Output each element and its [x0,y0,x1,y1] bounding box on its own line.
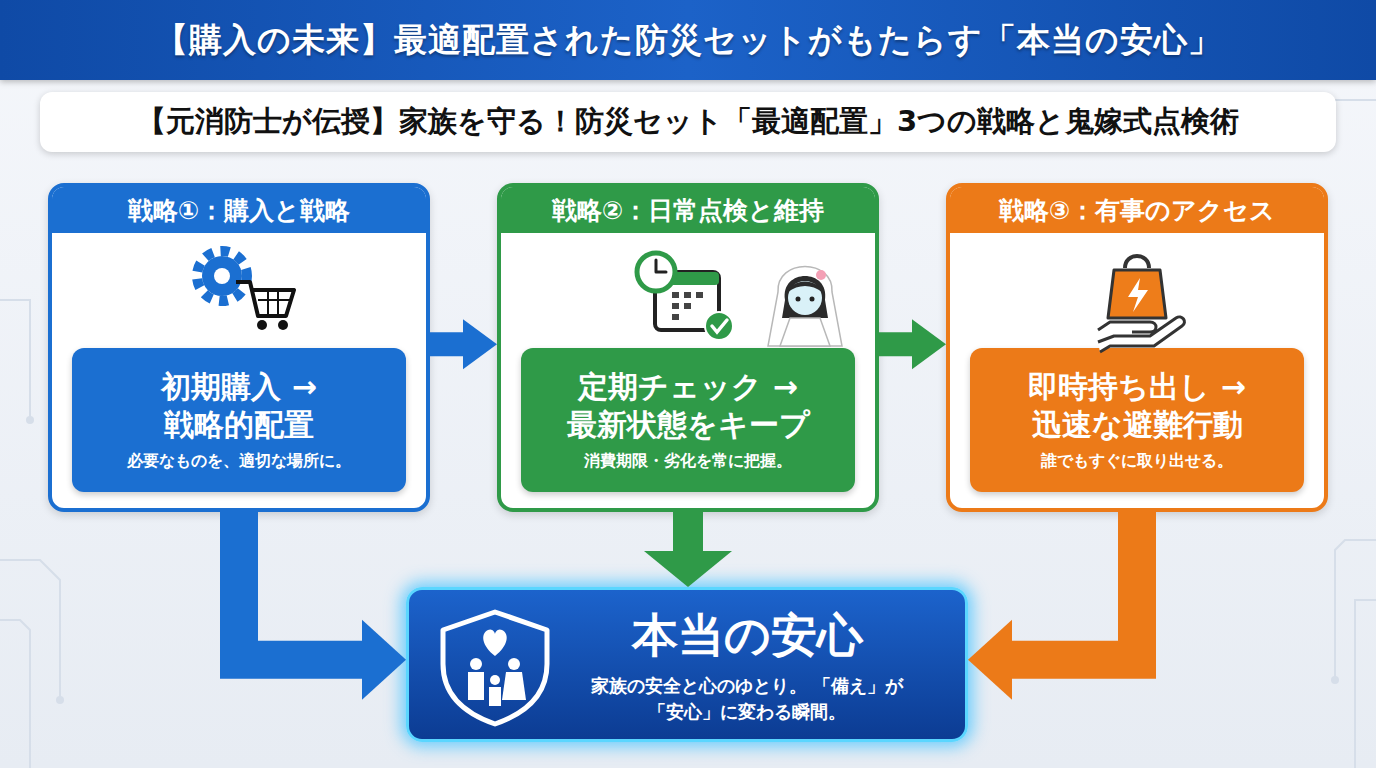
panel-header: 戦略②：日常点検と維持 [501,187,875,233]
step-title: 初期購入 → 戦略的配置 [94,368,384,443]
arrow-head [968,620,1012,700]
result-box: 本当の安心家族の安全と心のゆとり。 「備え」が「安心」に変わる瞬間。 [406,587,968,742]
result-title: 本当の安心 [632,605,863,667]
flow-arrow [879,319,946,369]
step-title: 即時持ち出し → 迅速な避難行動 [992,368,1282,443]
circuit-dot [1331,676,1339,684]
circuit-line [0,620,30,768]
step-note: 誰でもすぐに取り出せる。 [1041,451,1233,472]
circuit-dot [56,696,64,704]
strategy-panel: 戦略①：購入と戦略初期購入 → 戦略的配置必要なものを、適切な場所に。 [48,183,430,512]
strategy-panel: 戦略②：日常点検と維持定期チェック → 最新状態をキープ消費期限・劣化を常に把握… [497,183,879,512]
panel-header: 戦略③：有事のアクセス [950,187,1324,233]
circuit-line [1355,600,1376,768]
subtitle-banner: 【元消防士が伝授】家族を守る！防災セット「最適配置」3つの戦略と鬼嫁式点検術 [40,92,1336,152]
arrow-shaft [430,332,463,356]
arrow-shaft [239,512,362,660]
step-box: 定期チェック → 最新状態をキープ消費期限・劣化を常に把握。 [521,348,855,492]
subtitle-text: 【元消防士が伝授】家族を守る！防災セット「最適配置」3つの戦略と鬼嫁式点検術 [137,102,1239,142]
circuit-dot [26,416,34,424]
arrow-shaft [1012,512,1137,660]
title-bar: 【購入の未来】最適配置された防災セットがもたらす「本当の安心」 [0,0,1376,80]
step-box: 初期購入 → 戦略的配置必要なものを、適切な場所に。 [72,348,406,492]
flow-arrow [968,512,1137,700]
arrow-shaft [879,332,912,356]
flow-arrow [644,512,732,587]
circuit-line [0,300,30,420]
strategy-panel: 戦略③：有事のアクセス即時持ち出し → 迅速な避難行動誰でもすぐに取り出せる。 [946,183,1328,512]
arrow-shaft [673,512,703,551]
result-note: 家族の安全と心のゆとり。 「備え」が「安心」に変わる瞬間。 [587,673,907,723]
arrow-head [362,620,406,700]
panel-header: 戦略①：購入と戦略 [52,187,426,233]
step-note: 必要なものを、適切な場所に。 [127,451,351,472]
flow-arrow [239,512,406,700]
arrow-head [912,319,946,369]
step-note: 消費期限・劣化を常に把握。 [584,451,792,472]
flow-arrow [430,319,497,369]
step-box: 即時持ち出し → 迅速な避難行動誰でもすぐに取り出せる。 [970,348,1304,492]
diagram-title: 【購入の未来】最適配置された防災セットがもたらす「本当の安心」 [155,18,1222,63]
arrow-head [644,551,732,587]
arrow-head [463,319,497,369]
step-title: 定期チェック → 最新状態をキープ [543,368,833,443]
